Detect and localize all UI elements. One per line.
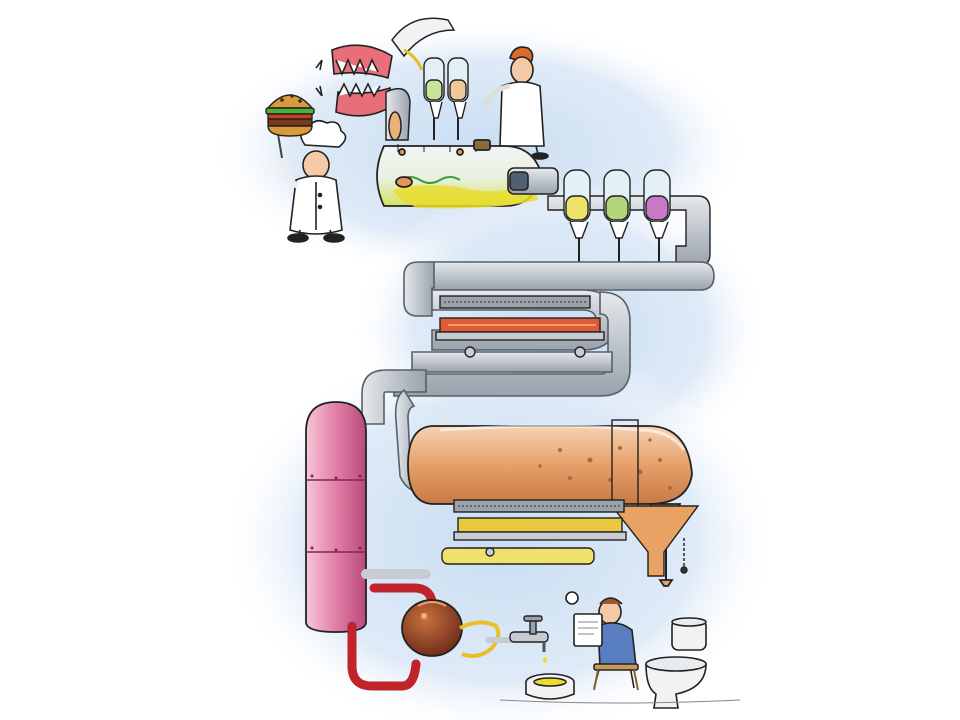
enzyme-bottles-top — [423, 57, 469, 140]
potty-icon — [525, 673, 575, 700]
teeth-icon — [315, 44, 393, 117]
stomach-outlet-valve — [507, 167, 559, 195]
reading-man-figure — [565, 591, 639, 691]
floor-line — [499, 699, 741, 704]
burger-icon — [265, 94, 315, 137]
stomach-tank — [376, 139, 543, 209]
grill-heater-upper — [435, 295, 605, 358]
scientist-figure — [481, 46, 549, 160]
bile-bottles — [547, 169, 711, 267]
intestine-speckles — [538, 438, 672, 490]
feed-chute — [385, 87, 411, 141]
funnel — [610, 505, 700, 577]
toilet-icon — [645, 617, 707, 709]
pouring-jug — [391, 17, 456, 71]
faucet-icon — [509, 615, 549, 663]
grill-heater-lower — [441, 499, 627, 565]
liver-tank — [305, 401, 367, 633]
